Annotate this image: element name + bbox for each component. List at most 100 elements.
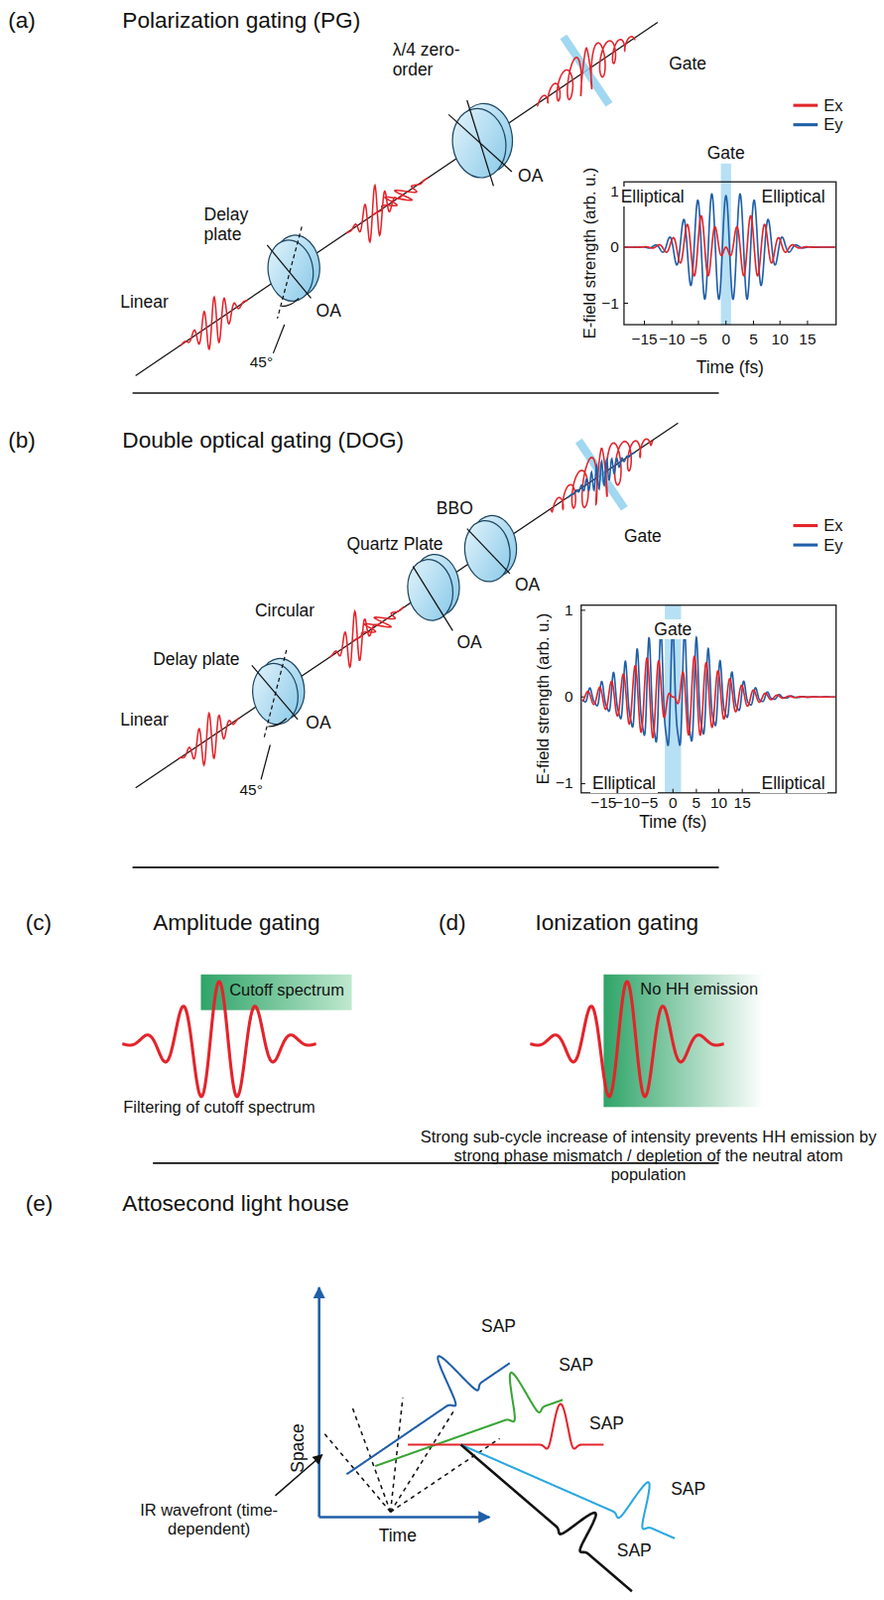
panel-letter: (d) [438,909,467,936]
optic-axis-line [266,100,512,354]
legend-text: Ey [823,534,843,554]
optic-axis-line [272,324,284,354]
tick-label: −1 [601,294,620,313]
panel-letter: (b) [7,427,36,454]
panel-title: Polarization gating (PG) [122,7,361,34]
tick-label: −5 [689,330,708,349]
separator-rule [132,391,720,394]
delayed-pulse [354,606,405,640]
optic-axis-line [260,745,270,780]
angle-label: 45° [240,781,263,800]
caption-text: Filtering of cutoff spectrum [123,1097,315,1117]
legend-text: Ey [823,115,843,134]
tick-mark [742,788,744,793]
second-harmonic-pulse [567,452,635,499]
tick-label: 0 [564,687,574,706]
gate-label: Gate [624,524,662,545]
wavefront-dashed-line [390,1437,501,1512]
pulse-label: SAP [670,1478,706,1499]
linear-pulse [180,296,249,349]
tick-label: 1 [610,182,620,201]
tick-mark [643,320,645,325]
wavefront-dashed-line [390,1410,455,1513]
component-label: λ/4 zero-order [392,39,491,80]
optic-axis-line [266,245,311,298]
waveplate [402,551,464,624]
optic-axis-line [252,664,298,719]
waveplate [249,659,302,727]
legend-line [793,523,819,527]
panel-title: Attosecond light house [122,1190,350,1217]
region-label: Elliptical [758,186,827,207]
few-cycle-pulse [122,981,316,1097]
separator-rule [132,866,720,869]
pulse-label: SAP [589,1412,625,1433]
pulse-label: SAP [558,1354,594,1375]
waveplate [248,654,309,727]
gate-label: Gate [651,619,694,639]
linear-pulse [178,713,240,765]
panel-letter: (c) [25,909,52,936]
annotation: IR wavefront (time-dependent) [132,1500,286,1538]
delayed-pulse [371,177,429,217]
region-label: Elliptical [590,772,658,793]
component-label: Quartz Plate [346,533,443,554]
polarization-label: Linear [120,708,169,729]
field-curve [582,655,836,738]
optic-axis-line [412,566,453,632]
tick-mark [672,788,674,793]
tick-label: 1 [564,601,574,620]
axis-arrow [319,1515,491,1518]
tick-label: 0 [721,330,731,349]
tick-mark [779,320,781,325]
tick-mark [624,302,629,304]
waveplate [448,105,511,182]
tick-label: 10 [771,330,789,349]
polarization-label: Linear [120,291,169,312]
tick-mark [697,320,699,325]
optic-axis-line [467,100,495,186]
legend-line [793,543,819,547]
tick-label: −5 [640,793,659,812]
axis-title: Space [287,1423,308,1474]
axis-arrow [317,1286,321,1516]
field-curve [625,194,836,300]
component-label: Delay plate [204,204,268,245]
field-curve [625,216,836,276]
pulse-label: SAP [481,1315,516,1336]
axis-label: OA [456,631,482,652]
tick-label: −10 [614,793,640,812]
wavefront-dashed-line [324,1432,391,1512]
tick-mark [671,320,673,325]
pulse-label: SAP [617,1539,652,1560]
elliptical-pulse [536,36,635,107]
legend-line [793,104,819,108]
waveplate [447,100,517,182]
crystal-plate [461,517,514,585]
component-label: BBO [436,498,474,518]
tick-mark [581,609,586,611]
axis-title: Time (fs) [696,357,764,378]
axis-title: E-field strength (arb. u.) [580,167,600,340]
waveplate [263,232,325,304]
field-curve [582,627,836,746]
gate-label: Gate [705,142,748,163]
tick-label: 15 [734,793,752,812]
caption-text: Strong sub-cycle increase of intensity p… [418,1127,878,1184]
wavefront-dashed-line [352,1404,391,1512]
tick-mark [806,320,808,325]
axis-label: OA [514,574,540,595]
region-label: Elliptical [619,186,687,207]
axis-title: Time [378,1524,417,1545]
optic-axis-line [267,718,286,727]
axis-label: OA [517,165,543,186]
axis-label: OA [316,300,342,321]
tick-label: −15 [590,793,617,812]
panel-title: Amplitude gating [152,909,320,936]
node-text: Cutoff spectrum [229,980,358,1000]
sap-beam [407,1402,604,1448]
sap-beam [461,1443,632,1591]
axis-title: E-field strength (arb. u.) [532,613,552,785]
